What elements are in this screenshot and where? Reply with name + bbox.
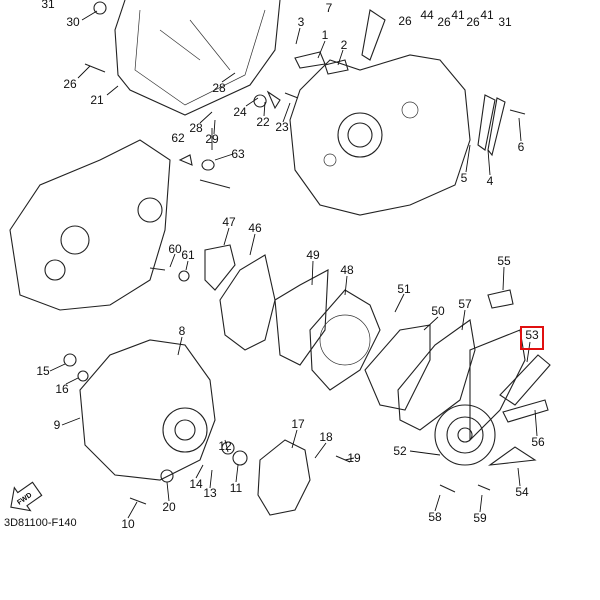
callout-48[interactable]: 48 [340, 263, 354, 277]
callout-18[interactable]: 18 [319, 430, 333, 444]
callout-53[interactable]: 53 [525, 328, 539, 342]
callout-14[interactable]: 14 [189, 477, 203, 491]
callout-23[interactable]: 23 [275, 120, 289, 134]
callout-9[interactable]: 9 [53, 418, 61, 432]
callout-7[interactable]: 7 [325, 1, 333, 15]
clutch-cover-52 [434, 404, 496, 466]
gasket-49 [274, 269, 329, 366]
callout-49[interactable]: 49 [306, 248, 320, 262]
callout-55[interactable]: 55 [497, 254, 511, 268]
callout-41[interactable]: 41 [480, 8, 494, 22]
callout-20[interactable]: 20 [162, 500, 176, 514]
callout-3[interactable]: 3 [297, 15, 305, 29]
crankcase-cover-left [114, 0, 281, 116]
callout-61[interactable]: 61 [181, 248, 195, 262]
svg-text:FWD: FWD [16, 492, 33, 507]
callout-41[interactable]: 41 [451, 8, 465, 22]
callout-54[interactable]: 54 [515, 485, 529, 499]
callout-57[interactable]: 57 [458, 297, 472, 311]
cover-57 [397, 319, 476, 431]
highlight-box [520, 326, 544, 350]
callout-15[interactable]: 15 [36, 364, 50, 378]
callout-30[interactable]: 30 [66, 15, 80, 29]
callout-8[interactable]: 8 [178, 324, 186, 338]
callout-21[interactable]: 21 [90, 93, 104, 107]
callout-19[interactable]: 19 [347, 451, 361, 465]
callout-16[interactable]: 16 [55, 382, 69, 396]
callout-52[interactable]: 52 [393, 444, 407, 458]
callout-31[interactable]: 31 [41, 0, 55, 11]
callout-2[interactable]: 2 [340, 38, 348, 52]
pad-56 [502, 399, 549, 423]
callout-26[interactable]: 26 [398, 14, 412, 28]
callout-44[interactable]: 44 [420, 8, 434, 22]
callout-58[interactable]: 58 [428, 510, 442, 524]
crankcase-right [289, 54, 471, 216]
callout-17[interactable]: 17 [291, 417, 305, 431]
diagram-code: 3D81100-F140 [4, 517, 77, 529]
oil-seal-30 [93, 1, 107, 15]
callout-26[interactable]: 26 [466, 15, 480, 29]
callout-26[interactable]: 26 [437, 15, 451, 29]
bolt-26 [84, 63, 106, 73]
gasket-53 [499, 354, 551, 406]
callout-60[interactable]: 60 [168, 242, 182, 256]
callout-1[interactable]: 1 [321, 28, 329, 42]
callout-50[interactable]: 50 [431, 304, 445, 318]
callout-13[interactable]: 13 [203, 486, 217, 500]
callout-28[interactable]: 28 [189, 121, 203, 135]
gasket-50 [364, 324, 431, 411]
callout-5[interactable]: 5 [460, 171, 468, 185]
cover-46 [219, 254, 276, 351]
callout-51[interactable]: 51 [397, 282, 411, 296]
fwd-arrow-icon: FWD [10, 481, 43, 512]
callout-24[interactable]: 24 [233, 105, 247, 119]
plate-54 [487, 446, 537, 466]
callout-62[interactable]: 62 [171, 131, 185, 145]
callout-22[interactable]: 22 [256, 115, 270, 129]
callout-46[interactable]: 46 [248, 221, 262, 235]
cover-48 [309, 289, 381, 391]
callout-11[interactable]: 11 [229, 481, 243, 495]
callout-28[interactable]: 28 [212, 81, 226, 95]
callout-12[interactable]: 12 [218, 439, 232, 453]
callout-4[interactable]: 4 [486, 174, 494, 188]
callout-26[interactable]: 26 [63, 77, 77, 91]
generator-cover-8 [79, 339, 216, 481]
crankcase-left [9, 139, 171, 311]
callout-31[interactable]: 31 [498, 15, 512, 29]
callout-63[interactable]: 63 [231, 147, 245, 161]
cover-17 [257, 439, 311, 516]
callout-59[interactable]: 59 [473, 511, 487, 525]
callout-10[interactable]: 10 [121, 517, 135, 531]
callout-29[interactable]: 29 [205, 132, 219, 146]
pad-55 [487, 289, 514, 309]
callout-47[interactable]: 47 [222, 215, 236, 229]
callout-6[interactable]: 6 [517, 140, 525, 154]
callout-56[interactable]: 56 [531, 435, 545, 449]
